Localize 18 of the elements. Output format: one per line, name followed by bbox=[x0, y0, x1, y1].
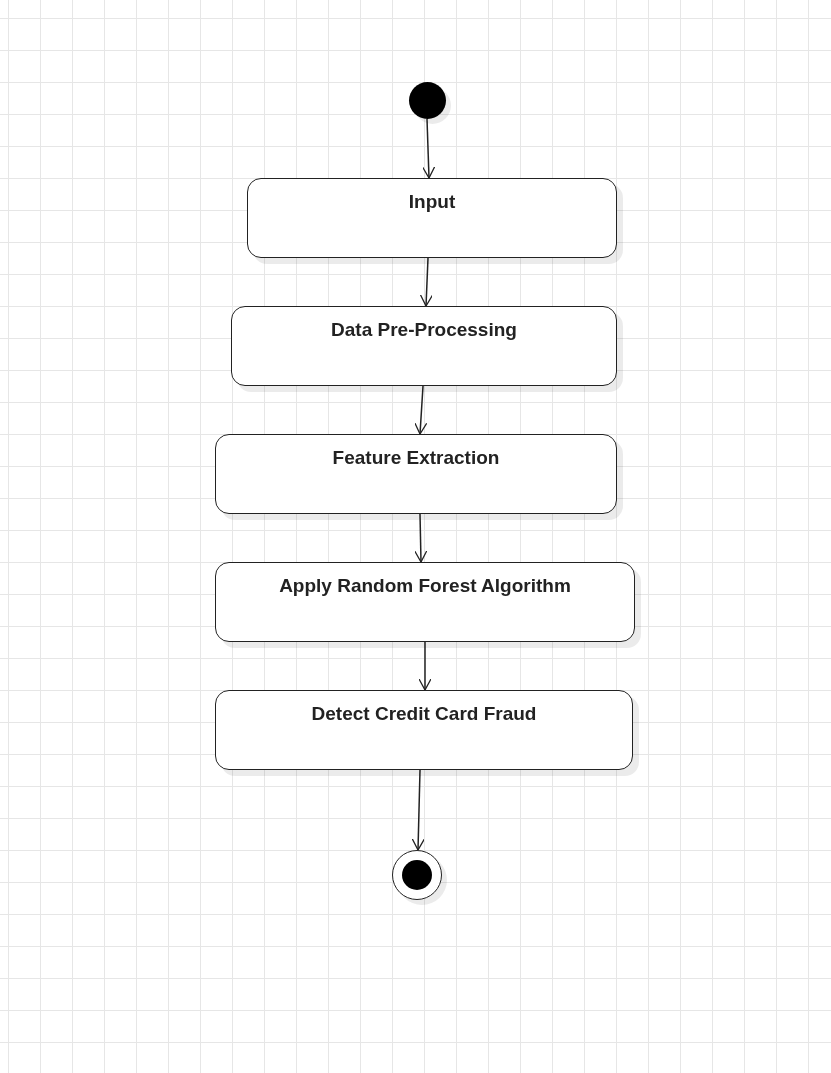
arrow bbox=[418, 641, 432, 691]
action-box bbox=[215, 434, 617, 514]
action-box bbox=[247, 178, 617, 258]
final-node bbox=[392, 850, 442, 900]
arrow bbox=[422, 118, 436, 179]
arrow bbox=[414, 385, 428, 435]
initial-node bbox=[409, 82, 446, 119]
action-box bbox=[215, 690, 633, 770]
action-label: Input bbox=[408, 191, 456, 213]
action-box bbox=[231, 306, 617, 386]
action-label: Data Pre-Processing bbox=[331, 319, 517, 341]
action-label: Feature Extraction bbox=[332, 447, 500, 469]
arrow bbox=[411, 769, 425, 851]
action-label: Apply Random Forest Algorithm bbox=[279, 575, 571, 597]
action-label: Detect Credit Card Fraud bbox=[311, 703, 537, 725]
action-box bbox=[215, 562, 635, 642]
arrow bbox=[419, 257, 434, 307]
arrow bbox=[414, 513, 428, 563]
